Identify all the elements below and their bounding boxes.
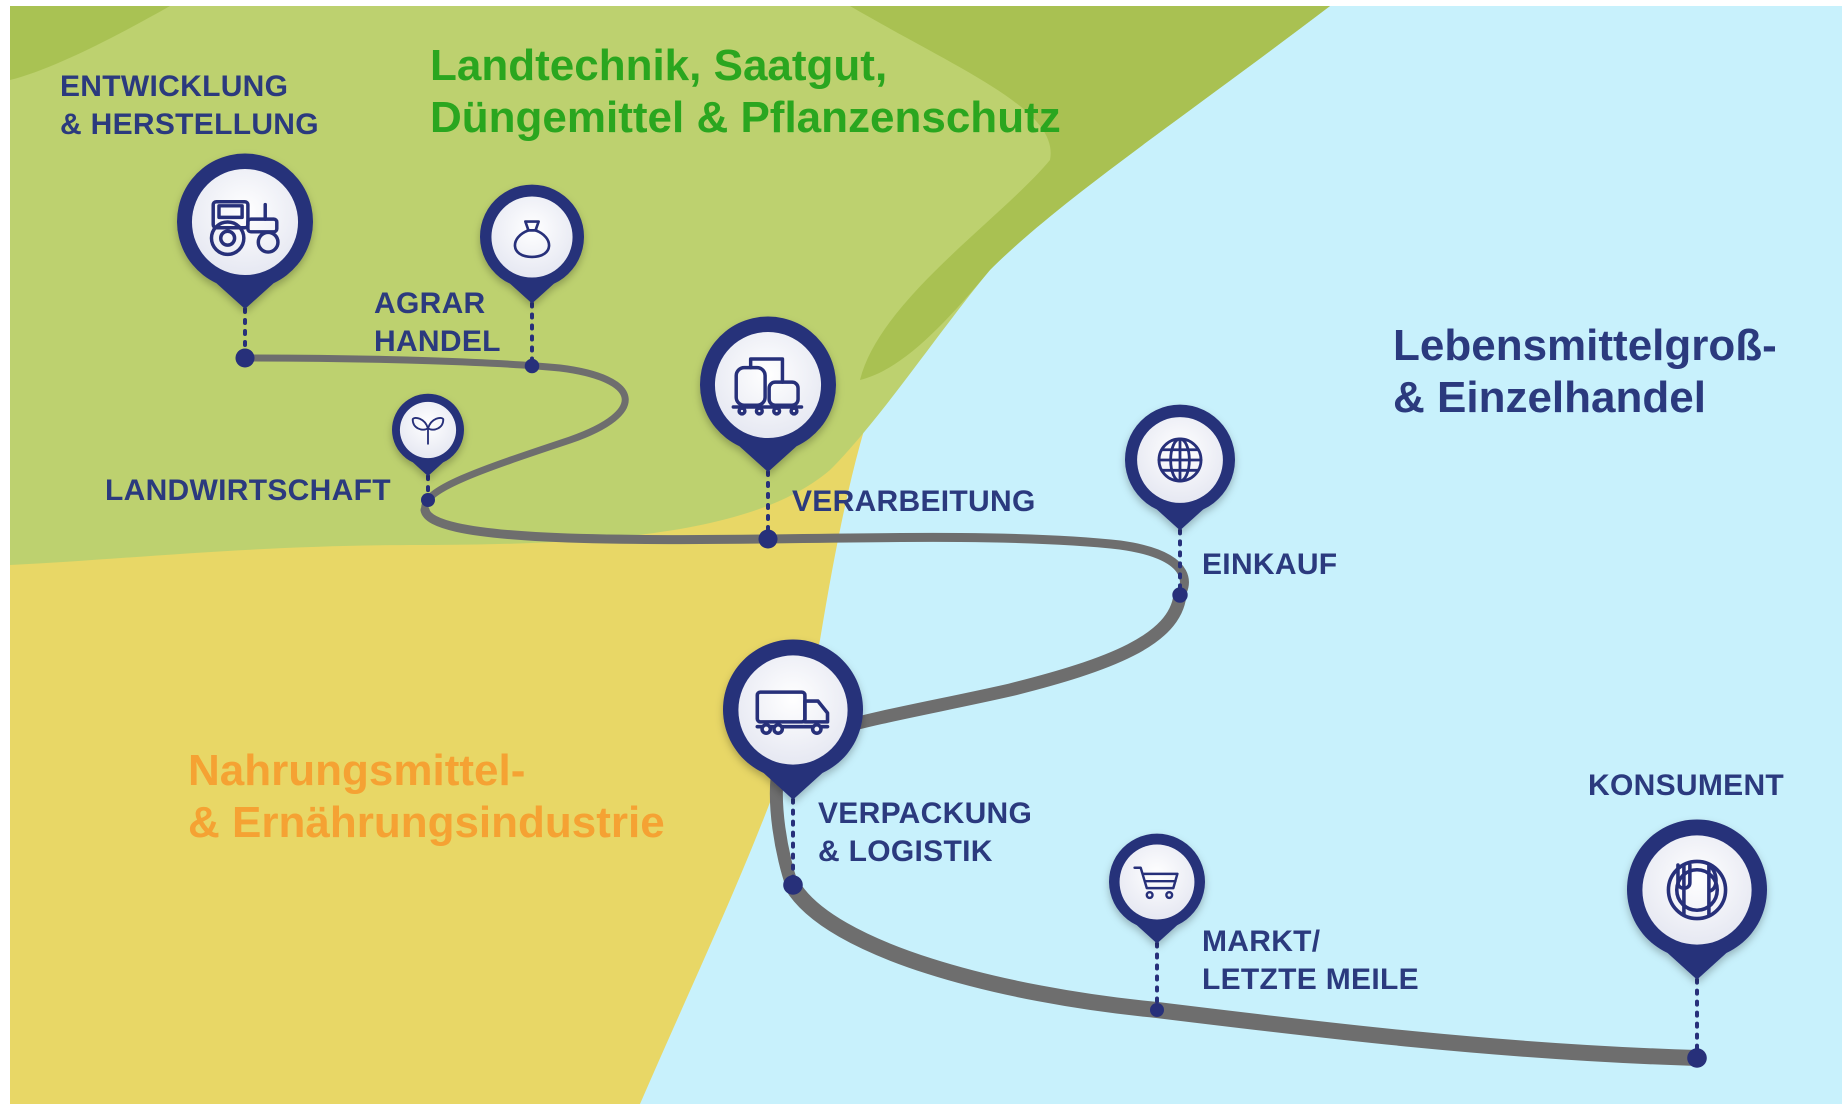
shopping-cart-icon <box>1133 866 1179 900</box>
pin-face <box>491 196 573 278</box>
supply-chain-road <box>241 354 1705 1066</box>
label-entwicklung: ENTWICKLUNG & HERSTELLUNG <box>60 70 319 141</box>
road-station-dot <box>524 358 540 374</box>
pin-verarbeitung <box>700 316 837 549</box>
road-segment-3 <box>769 588 1187 892</box>
green-dark-band <box>850 6 1330 380</box>
road-segment-1 <box>241 354 629 514</box>
road-station-dot <box>421 493 435 507</box>
station-pins <box>176 153 1767 1068</box>
pin-agrar <box>480 184 585 374</box>
pin-face <box>714 331 822 439</box>
pin-entwicklung <box>176 153 313 368</box>
road-station-dot <box>1150 1003 1164 1017</box>
road-station-dot <box>235 348 255 368</box>
region-title-landtechnik: Landtechnik, Saatgut, Düngemittel & Pfla… <box>430 41 1061 142</box>
region-title-handel: Lebensmittelgroß- & Einzelhandel <box>1393 321 1777 422</box>
green-dark-top <box>10 6 170 80</box>
road-station-dot <box>783 875 803 895</box>
sprout-icon <box>411 417 445 445</box>
label-verpackung: VERPACKUNG & LOGISTIK <box>818 797 1033 868</box>
road-station-dot <box>1687 1048 1707 1068</box>
pin-face <box>191 168 299 276</box>
label-markt: MARKT/ LETZTE MEILE <box>1202 925 1419 996</box>
road-station-dot <box>758 529 778 549</box>
green-region <box>10 6 1330 565</box>
truck-icon <box>755 690 830 735</box>
pin-face <box>1642 835 1752 945</box>
region-title-industrie: Nahrungsmittel- & Ernährungsindustrie <box>188 746 665 847</box>
globe-icon <box>1157 437 1203 483</box>
pin-face <box>738 655 848 765</box>
factory-tanks-icon <box>731 357 804 416</box>
sack-icon <box>513 220 551 259</box>
label-verarbeitung: VERARBEITUNG <box>792 485 1036 518</box>
road-segment-4 <box>784 877 1705 1066</box>
label-landwirtschaft: LANDWIRTSCHAFT <box>105 474 391 507</box>
plate-cutlery-icon <box>1666 859 1728 921</box>
label-agrar-handel: AGRAR HANDEL <box>374 287 501 358</box>
pin-konsument <box>1627 819 1767 1068</box>
label-einkauf: EINKAUF <box>1202 548 1338 581</box>
label-konsument: KONSUMENT <box>1588 769 1785 802</box>
pin-einkauf <box>1124 404 1235 603</box>
pin-markt <box>1109 833 1206 1017</box>
road-station-dot <box>1172 587 1188 603</box>
pin-verpackung <box>722 639 863 895</box>
pin-landwirtschaft <box>392 393 465 507</box>
road-segment-2 <box>420 505 1189 600</box>
tractor-icon <box>209 200 280 257</box>
